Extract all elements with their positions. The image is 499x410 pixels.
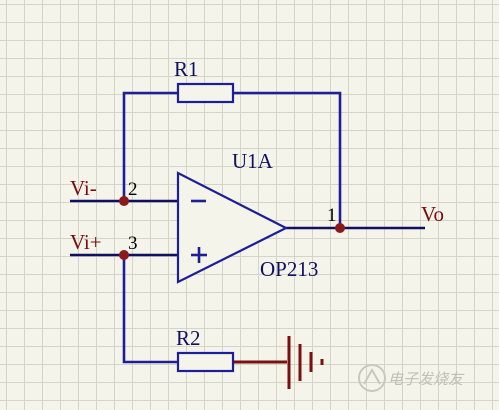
ground-branch-wire: [122, 253, 180, 364]
net-label-vi-minus: Vi-: [70, 176, 97, 200]
junction-noninverting: [119, 250, 129, 260]
junction-output: [335, 223, 345, 233]
net-label-vo: Vo: [421, 202, 444, 226]
resistor-r1: [176, 82, 235, 104]
watermark: 电子发烧友: [358, 364, 465, 392]
feedback-wire: [122, 91, 342, 230]
pin-number-2: 2: [128, 179, 138, 200]
r1-label: R1: [174, 57, 199, 81]
r2-label: R2: [176, 326, 201, 350]
junction-inverting: [119, 196, 129, 206]
pin-number-3: 3: [128, 233, 138, 254]
ground-symbol: [287, 336, 324, 389]
resistor-r2: [176, 351, 235, 373]
net-label-vi-plus: Vi+: [70, 230, 102, 254]
opamp-part-number: OP213: [260, 257, 318, 281]
pin-number-1: 1: [327, 205, 337, 226]
opamp-designator: U1A: [232, 149, 274, 173]
watermark-text: 电子发烧友: [388, 370, 465, 388]
